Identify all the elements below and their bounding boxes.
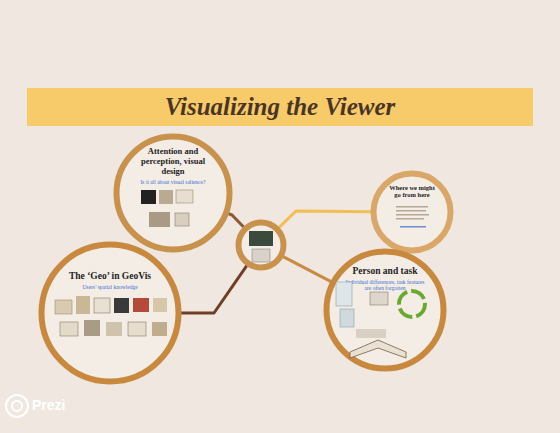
- circle-ring: [239, 223, 284, 268]
- topic-circle: Attention and perception, visual designI…: [113, 133, 233, 253]
- topic-circle: Person and taskIndividual differences, t…: [323, 248, 447, 372]
- text-line: [396, 218, 424, 220]
- topic-circle: [235, 219, 287, 271]
- circle-outline: [38, 241, 182, 385]
- circle-subtitle: Individual differences, task features ar…: [343, 279, 427, 292]
- thumbnail: [249, 231, 273, 246]
- text-holder: The ‘Geo’ in GeoVisUsers’ spatial knowle…: [58, 271, 162, 290]
- thumbnail: [149, 212, 170, 227]
- text-line: [396, 214, 429, 216]
- thumbnail: [84, 320, 100, 336]
- thumbnail: [159, 190, 173, 204]
- circle-ring: [117, 137, 230, 250]
- topic-circle: Where we might go from here: [370, 170, 454, 254]
- logo-ring: [6, 395, 28, 417]
- thumbnail: [141, 190, 156, 204]
- thumbnail: [76, 296, 90, 314]
- cycle-arrows: [399, 291, 425, 317]
- circle-ring: [374, 174, 451, 251]
- circle-heading: Where we might go from here: [386, 184, 438, 199]
- text-holder: Person and taskIndividual differences, t…: [343, 266, 427, 292]
- circle-subtitle: Is it all about visual salience?: [137, 179, 209, 185]
- thumbnail: [153, 298, 167, 312]
- title: Visualizing the Viewer: [27, 88, 533, 126]
- circle-subtitle: Users’ spatial knowledge: [58, 284, 162, 290]
- circle-outline: [370, 170, 454, 254]
- connector-line: [279, 211, 371, 228]
- thumbnail: [252, 249, 270, 262]
- circle-heading: Attention and perception, visual design: [137, 147, 209, 176]
- circle-heading: The ‘Geo’ in GeoVis: [58, 271, 162, 282]
- text-holder: Attention and perception, visual designI…: [137, 147, 209, 186]
- topic-circle: The ‘Geo’ in GeoVisUsers’ spatial knowle…: [38, 241, 182, 385]
- document-image: [340, 309, 354, 327]
- thumbnail: [106, 322, 122, 336]
- logo-ring: [12, 401, 22, 411]
- thumbnail: [55, 300, 72, 314]
- text-line: [396, 210, 426, 212]
- thumbnail: [114, 298, 129, 313]
- thumbnail: [176, 190, 193, 203]
- circle-heading: Person and task: [343, 266, 427, 277]
- text-line: [400, 226, 426, 228]
- text-line: [396, 206, 428, 208]
- text-holder: Where we might go from here: [386, 184, 438, 199]
- title-holder: Visualizing the Viewer: [27, 88, 533, 126]
- connector-line: [181, 266, 247, 313]
- circle-ring: [42, 245, 179, 382]
- title-band: [27, 88, 533, 126]
- thumbnail: [128, 322, 146, 336]
- thumbnail: [60, 322, 78, 336]
- circle-ring: [327, 252, 444, 369]
- watermark: Prezi: [32, 397, 65, 413]
- thumbnail: [94, 298, 110, 313]
- thumbnail: [152, 322, 167, 336]
- thumbnail: [356, 329, 386, 338]
- thumbnail: [175, 213, 189, 226]
- open-book: [350, 340, 406, 358]
- connector-line: [228, 214, 243, 227]
- thumbnail: [370, 292, 388, 305]
- document-image: [336, 282, 352, 306]
- thumbnail: [133, 298, 149, 312]
- connector-line: [283, 257, 331, 282]
- circle-outline: [235, 219, 287, 271]
